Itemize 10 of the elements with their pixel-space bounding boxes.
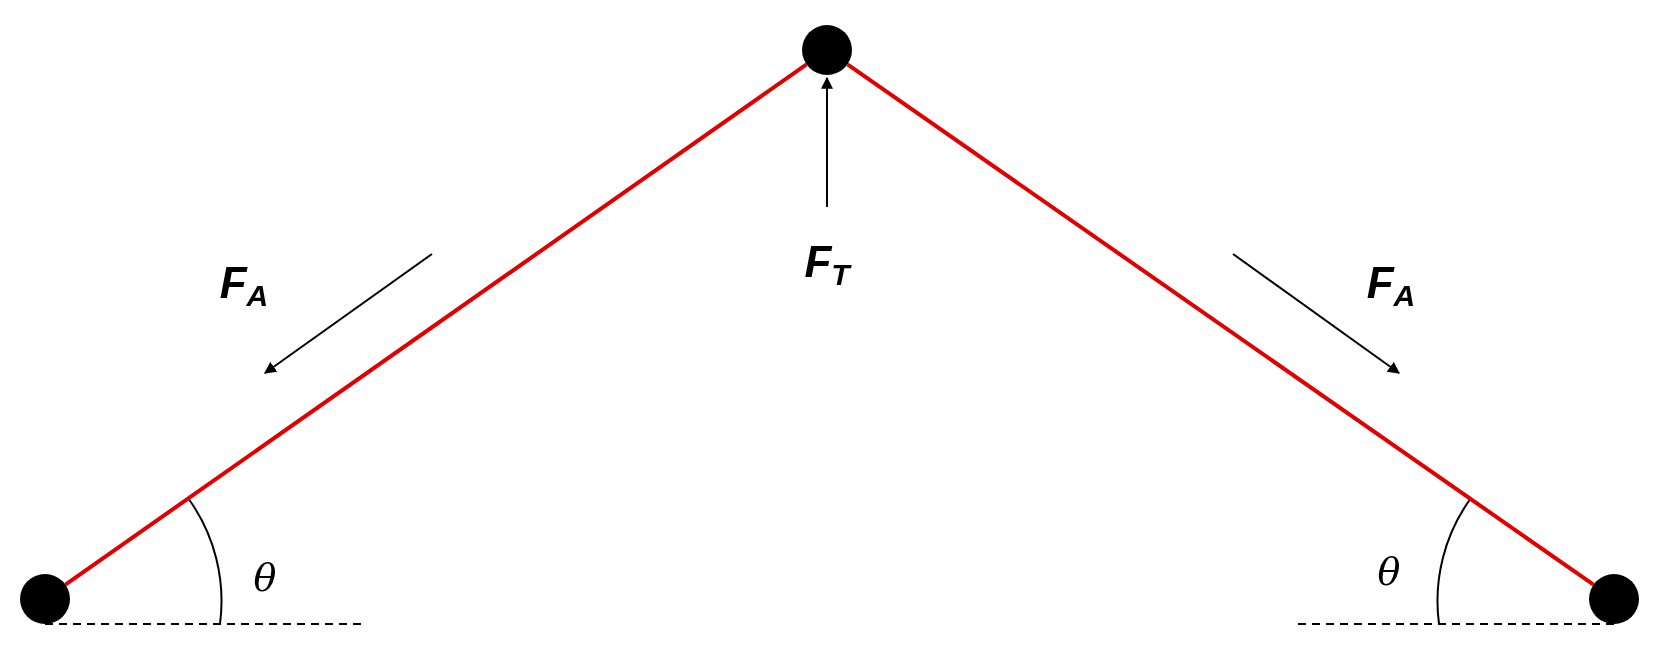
joint-dot (1589, 574, 1639, 624)
joint-dot (20, 574, 70, 624)
rod-line (846, 62, 1595, 587)
angle-label: θ (253, 559, 277, 597)
force-label: F$_{A}$ (1366, 261, 1416, 311)
force-label: F$_{A}$ (219, 261, 269, 311)
rod-line (64, 62, 808, 587)
force-label: F$_{T}$ (804, 240, 850, 290)
joint-dot (802, 25, 852, 75)
angle-label: θ (1377, 553, 1401, 591)
